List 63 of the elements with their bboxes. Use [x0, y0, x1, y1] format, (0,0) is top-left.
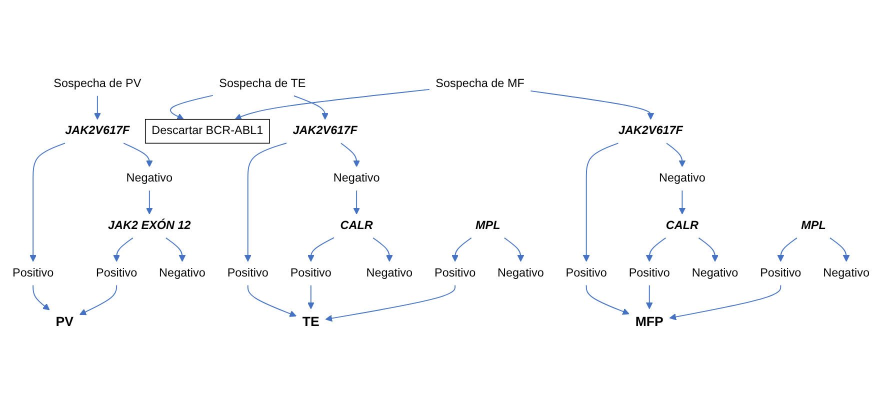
node-text: Positivo: [566, 266, 607, 280]
node-text: Sospecha de PV: [54, 76, 142, 90]
arrow: [340, 142, 360, 168]
arrow: [113, 237, 134, 262]
arrow: [646, 284, 653, 310]
node-text: Negativo: [692, 266, 738, 280]
node-text: Positivo: [12, 266, 54, 280]
node-text: Positivo: [96, 266, 138, 280]
arrow: [146, 190, 153, 214]
node-text: Negativo: [498, 266, 544, 280]
arrow: [325, 284, 456, 322]
arrow: [353, 190, 360, 214]
arrow: [666, 142, 686, 168]
node-text: Positivo: [290, 266, 332, 280]
arrow: [30, 142, 66, 262]
arrow: [830, 237, 850, 262]
node-text: TE: [302, 314, 320, 330]
arrow: [170, 94, 214, 120]
node-text: Positivo: [628, 266, 670, 280]
arrow: [244, 142, 287, 262]
arrow: [372, 237, 393, 262]
arrow: [582, 142, 619, 262]
node-text: Sospecha de MF: [436, 76, 524, 90]
node-text: Negativo: [823, 266, 870, 280]
node-text: MPL: [475, 218, 500, 232]
arrow: [32, 284, 50, 310]
node-text: Negativo: [366, 266, 413, 280]
arrow: [698, 237, 718, 262]
node-text: CALR: [340, 218, 373, 232]
arrow: [678, 190, 686, 214]
arrow: [247, 284, 296, 317]
node-text: JAK2 EXÓN 12: [108, 218, 191, 232]
node-text: Negativo: [333, 171, 380, 185]
arrow: [94, 95, 101, 120]
arrow: [294, 95, 328, 120]
node-text: JAK2V617F: [292, 124, 358, 138]
node-text: JAK2V617F: [65, 124, 130, 138]
node-box: Descartar BCR-ABL1: [144, 118, 270, 144]
arrow: [586, 284, 630, 315]
arrow: [669, 284, 782, 320]
arrow: [530, 90, 654, 120]
arrow: [234, 88, 430, 120]
arrow: [79, 284, 118, 316]
arrow: [452, 237, 472, 262]
arrow: [307, 284, 314, 310]
node-text: Positivo: [227, 266, 268, 280]
node-text: MPL: [801, 218, 826, 232]
arrow: [307, 237, 334, 262]
node-text: MFP: [635, 314, 664, 330]
arrow: [165, 237, 186, 262]
arrow: [504, 237, 524, 262]
node-text: JAK2V617F: [618, 124, 683, 138]
arrow: [777, 237, 798, 262]
node-text: Sospecha de TE: [219, 76, 306, 90]
node-text: Positivo: [434, 266, 476, 280]
node-text: Negativo: [159, 266, 206, 280]
node-text: Negativo: [126, 171, 173, 185]
arrow: [123, 142, 153, 168]
node-text: Negativo: [659, 171, 706, 185]
node-text: Positivo: [760, 266, 802, 280]
node-text: PV: [56, 314, 74, 330]
node-text: CALR: [666, 218, 699, 232]
arrow: [646, 237, 666, 262]
